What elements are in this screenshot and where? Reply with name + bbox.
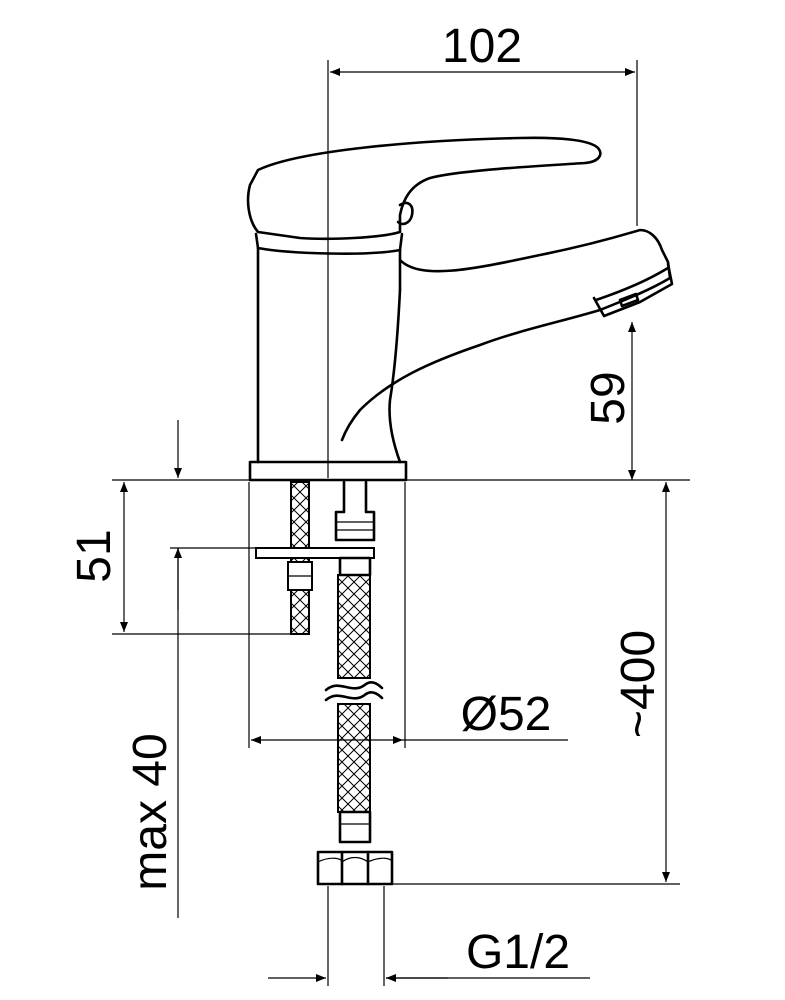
dimension-label-102: 102 xyxy=(442,20,522,73)
dimension-label-max-40: max 40 xyxy=(124,733,177,890)
mounting-bracket xyxy=(255,547,375,559)
dimension-label-g1-2: G1/2 xyxy=(466,926,570,979)
dimension-thread: G1/2 xyxy=(268,886,590,986)
mounting-stud xyxy=(255,481,375,635)
body-column xyxy=(256,246,402,464)
dimension-mount-thickness: 51 xyxy=(68,479,300,635)
hose-upper-fitting xyxy=(334,480,376,542)
lever-handle xyxy=(246,136,602,241)
dimension-spout-height: 59 xyxy=(406,322,690,481)
dimension-label-diameter-52: Ø52 xyxy=(461,688,552,741)
hose-hex-nut xyxy=(316,850,394,886)
cartridge-cap xyxy=(254,232,404,255)
dimension-max-counter: max 40 xyxy=(124,420,256,918)
dimension-base-diameter: Ø52 xyxy=(248,482,568,748)
dimension-hose-length: ~400 xyxy=(392,482,680,885)
flex-hose xyxy=(316,480,394,886)
dimension-label-59: 59 xyxy=(582,371,635,424)
dimension-label-400: ~400 xyxy=(612,630,665,738)
dimension-width-total: 102 xyxy=(327,20,638,478)
dimension-label-51: 51 xyxy=(68,529,121,582)
aerator xyxy=(592,262,674,318)
faucet-body xyxy=(246,136,674,482)
